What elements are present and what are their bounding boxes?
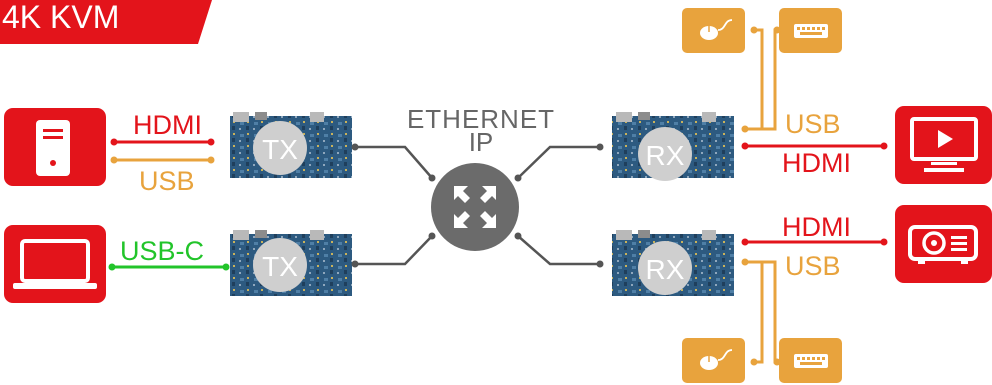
projector-icon [895, 205, 992, 283]
peripheral-mouse-bottom [682, 338, 745, 383]
hub-label-line1: ETHERNET [407, 104, 555, 134]
tx-board-2: TX [230, 230, 352, 296]
rx2-usb-label: USB [785, 251, 841, 281]
tx2-usbc-label: USB-C [120, 236, 204, 266]
tx2-usbc-link [108, 263, 230, 271]
title-banner-shape [0, 0, 212, 44]
rx-board-2: RX [612, 230, 734, 296]
tx1-usb-link [110, 156, 215, 164]
rx1-usb-dots [741, 26, 781, 133]
rx1-label: RX [646, 140, 685, 171]
rx1-usb-link [745, 28, 782, 131]
network-links [355, 145, 600, 266]
tx1-usb-label: USB [139, 166, 195, 196]
rx2-hdmi-link [741, 238, 888, 246]
tx2-label: TX [262, 251, 298, 282]
tx1-label: TX [262, 134, 298, 165]
rx1-hdmi-label: HDMI [782, 148, 851, 178]
source-desktop-icon [4, 108, 106, 186]
hub-circle [431, 163, 519, 251]
peripheral-keyboard-top [779, 8, 842, 53]
source-laptop-icon [4, 225, 106, 303]
rx2-usb-dots [741, 258, 781, 366]
network-link-dots [351, 143, 604, 268]
rx2-hdmi-label: HDMI [782, 212, 851, 242]
tx1-hdmi-label: HDMI [133, 110, 202, 140]
rx2-label: RX [646, 254, 685, 285]
expand-arrows-icon [454, 186, 496, 228]
rx1-usb-label: USB [785, 109, 841, 139]
ethernet-hub [431, 163, 519, 251]
peripheral-keyboard-bottom [779, 338, 842, 383]
monitor-play-icon [895, 106, 992, 184]
hub-label-line2: IP [469, 127, 494, 157]
peripheral-mouse-top [682, 8, 745, 53]
rx1-hdmi-link [741, 142, 888, 150]
tx-board-1: TX [230, 112, 352, 178]
rx2-usb-link [745, 260, 782, 364]
page-title: 4K KVM [2, 0, 119, 35]
tx1-hdmi-link [110, 138, 215, 146]
title-banner: 4K KVM [0, 0, 212, 44]
rx-board-1: RX [612, 112, 734, 181]
